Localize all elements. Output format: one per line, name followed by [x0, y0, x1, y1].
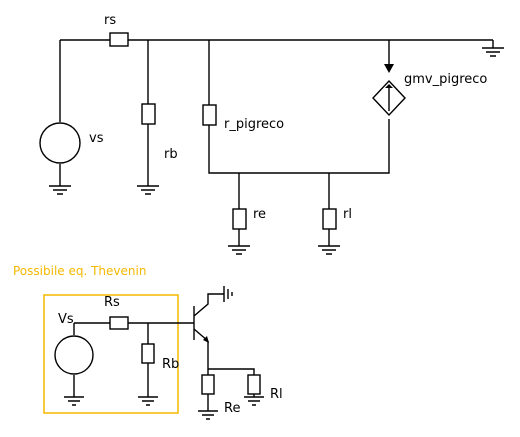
thevenin-box — [43, 294, 179, 414]
arrow-icon — [384, 64, 394, 73]
label-Rb: Rb — [162, 357, 179, 372]
resistor-rl — [322, 208, 337, 230]
label-gmv-pigreco: gmv_pigreco — [404, 72, 487, 87]
label-re: re — [253, 207, 266, 222]
ground-icon — [482, 47, 504, 57]
top-wire — [59, 39, 493, 186]
ground-icon — [137, 185, 159, 195]
label-rl: rl — [343, 207, 352, 222]
resistor-r-pigreco — [202, 104, 217, 126]
ground-icon — [228, 245, 250, 255]
label-vs: vs — [89, 131, 104, 146]
label-Vs: Vs — [58, 312, 74, 327]
ground-icon — [244, 396, 264, 406]
resistor-Rb — [141, 343, 155, 364]
label-rb: rb — [164, 147, 178, 162]
label-Re: Re — [224, 401, 240, 416]
resistor-rb — [141, 103, 156, 125]
ground-icon — [318, 245, 340, 255]
resistor-Re — [201, 374, 215, 395]
label-Rl: Rl — [270, 387, 283, 402]
r-pigreco-wire — [208, 40, 390, 174]
resistor-rs — [109, 32, 129, 47]
ground-icon — [64, 396, 84, 406]
thevenin-wire — [73, 322, 194, 397]
ground-icon — [198, 410, 218, 420]
label-r-pigreco: r_pigreco — [224, 117, 284, 132]
resistor-Rl — [247, 374, 261, 395]
label-rs: rs — [104, 13, 116, 28]
source-Vs — [54, 335, 94, 375]
resistor-re — [232, 208, 247, 230]
small-signal-circuit: rs vs rb r_pigreco gmv_pigreco — [39, 13, 504, 255]
resistor-Rs — [109, 316, 129, 330]
thevenin-circuit: Possibile eq. Thevenin Vs Rs Rb — [13, 264, 283, 420]
ground-icon — [223, 286, 233, 302]
source-vs — [39, 122, 81, 164]
ground-icon — [138, 396, 158, 406]
ground-icon — [49, 185, 71, 195]
label-Rs: Rs — [104, 295, 120, 310]
bjt-transistor — [193, 293, 224, 343]
thevenin-caption: Possibile eq. Thevenin — [13, 264, 146, 278]
arrow-icon — [385, 84, 393, 88]
